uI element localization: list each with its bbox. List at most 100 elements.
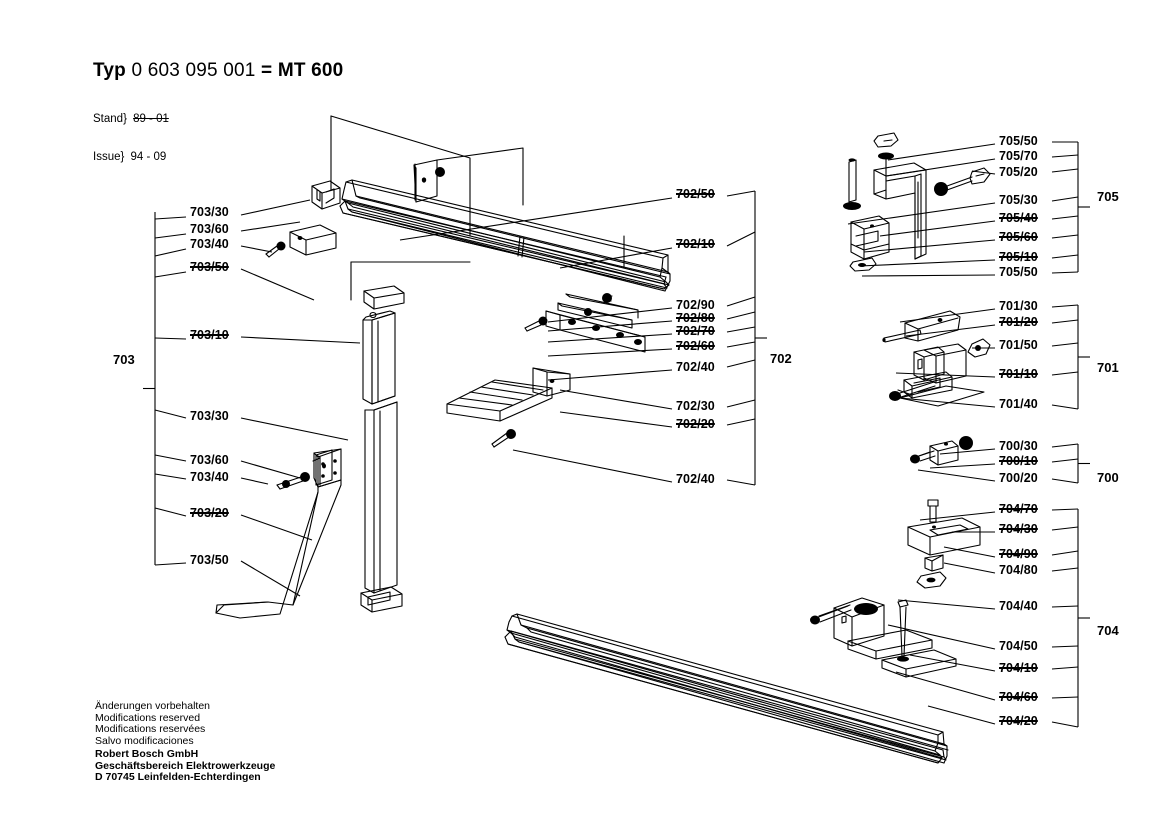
leader-line (1051, 567, 1079, 572)
stand-value: 89 - 01 (133, 113, 169, 125)
callout-705-30: 705/30 (999, 193, 1038, 207)
leader-line (399, 197, 673, 241)
leader-line (726, 418, 756, 426)
leader-line (726, 326, 756, 333)
callout-704-30: 704/30 (999, 522, 1038, 536)
callout-702-40: 702/40 (676, 360, 715, 374)
callout-701-40: 701/40 (999, 397, 1038, 411)
callout-702-10: 702/10 (676, 237, 715, 251)
leader-line (943, 562, 996, 574)
stand-label: Stand (93, 113, 124, 125)
callout-704-40: 704/40 (999, 599, 1038, 613)
leader-line (547, 333, 673, 343)
leader-line (240, 245, 273, 253)
callout-703-40: 703/40 (190, 237, 229, 251)
brace-bottom: } (120, 150, 125, 163)
leader-line (240, 221, 301, 232)
group-label-701: 701 (1097, 360, 1119, 375)
callout-702-80: 702/80 (676, 311, 715, 325)
issue-value: 94 - 09 (130, 150, 167, 163)
issue-label: Issue (93, 150, 121, 163)
leader-line (1051, 721, 1079, 728)
leader-line (154, 271, 187, 278)
leader-line (240, 199, 311, 216)
leader-line (154, 248, 187, 257)
callout-704-20: 704/20 (999, 714, 1038, 728)
callout-703-50: 703/50 (190, 260, 229, 274)
leader-line (847, 202, 996, 225)
callout-704-70: 704/70 (999, 502, 1038, 516)
footer-note-line: Änderungen vorbehalten (95, 700, 211, 712)
angle-bracket-assembly (215, 448, 342, 619)
leader-line (547, 369, 673, 381)
leader-line (547, 348, 673, 357)
callout-702-70: 702/70 (676, 324, 715, 338)
company-division: Geschäftsbereich Elektrowerkzeuge (95, 759, 276, 772)
leader-line (1051, 319, 1079, 324)
leader-line (971, 170, 996, 175)
title-typ-word: Typ (93, 60, 126, 81)
callout-705-10: 705/10 (999, 250, 1038, 264)
small-fastener-group (910, 436, 973, 466)
leader-line (1051, 215, 1079, 220)
leader-line (512, 449, 673, 483)
footer-note-line: Modifications reserved (95, 711, 201, 724)
leader-line (939, 448, 996, 455)
leader-line (154, 216, 187, 220)
leader-line (899, 308, 996, 323)
dimension-leader-boxes (330, 115, 625, 301)
callout-705-50: 705/50 (999, 265, 1038, 279)
leader-line (1051, 458, 1079, 463)
callout-704-60: 704/60 (999, 690, 1038, 704)
callout-703-30: 703/30 (190, 409, 229, 423)
leader-line (1051, 526, 1079, 531)
leader-line (897, 599, 996, 610)
leader-line (863, 239, 996, 253)
leader-line (726, 359, 756, 368)
leader-line (1051, 478, 1079, 484)
callout-705-50: 705/50 (999, 134, 1038, 148)
c-clamp (843, 132, 991, 272)
leader-line (726, 296, 756, 307)
revision-block: Stand}89 - 01 Issue}94 - 09 (93, 88, 169, 188)
leader-line (1051, 342, 1079, 347)
vertical-column (360, 285, 405, 613)
leader-line (726, 479, 756, 486)
group-label-703: 703 (113, 352, 135, 367)
footer-note-line: Modifications reservées (95, 723, 206, 736)
leader-line (887, 624, 996, 650)
callout-704-50: 704/50 (999, 639, 1038, 653)
callout-703-20: 703/20 (190, 506, 229, 520)
footer-note-line: Salvo modificaciones (95, 734, 194, 747)
rail-end-cap (311, 180, 341, 210)
callout-702-30: 702/30 (676, 399, 715, 413)
leader-line (1051, 696, 1079, 699)
base-plate-upper (907, 499, 981, 589)
leader-line (1051, 254, 1079, 259)
callout-702-60: 702/60 (676, 339, 715, 353)
callout-702-20: 702/20 (676, 417, 715, 431)
title-model: MT 600 (277, 60, 344, 81)
long-guide-rail (504, 613, 949, 764)
group-label-702: 702 (770, 351, 792, 366)
leader-line (154, 233, 187, 239)
leader-line (154, 409, 187, 419)
callout-701-10: 701/10 (999, 367, 1038, 381)
title-type-number: 0 603 095 001 (131, 60, 256, 81)
leader-line (154, 507, 187, 517)
leader-line (887, 143, 996, 161)
group-label-705: 705 (1097, 189, 1119, 204)
leader-line (1051, 443, 1079, 448)
leader-line (1051, 508, 1079, 511)
leader-line (917, 469, 996, 482)
leader-line (1051, 304, 1079, 308)
callout-705-60: 705/60 (999, 230, 1038, 244)
footer-company: Robert Bosch GmbH Geschäftsbereich Elekt… (95, 748, 276, 784)
leader-line (927, 705, 996, 725)
company-name: Robert Bosch GmbH (95, 748, 199, 760)
leader-line (726, 311, 756, 320)
leader-line (240, 336, 361, 344)
callout-700-30: 700/30 (999, 439, 1038, 453)
callout-704-90: 704/90 (999, 547, 1038, 561)
